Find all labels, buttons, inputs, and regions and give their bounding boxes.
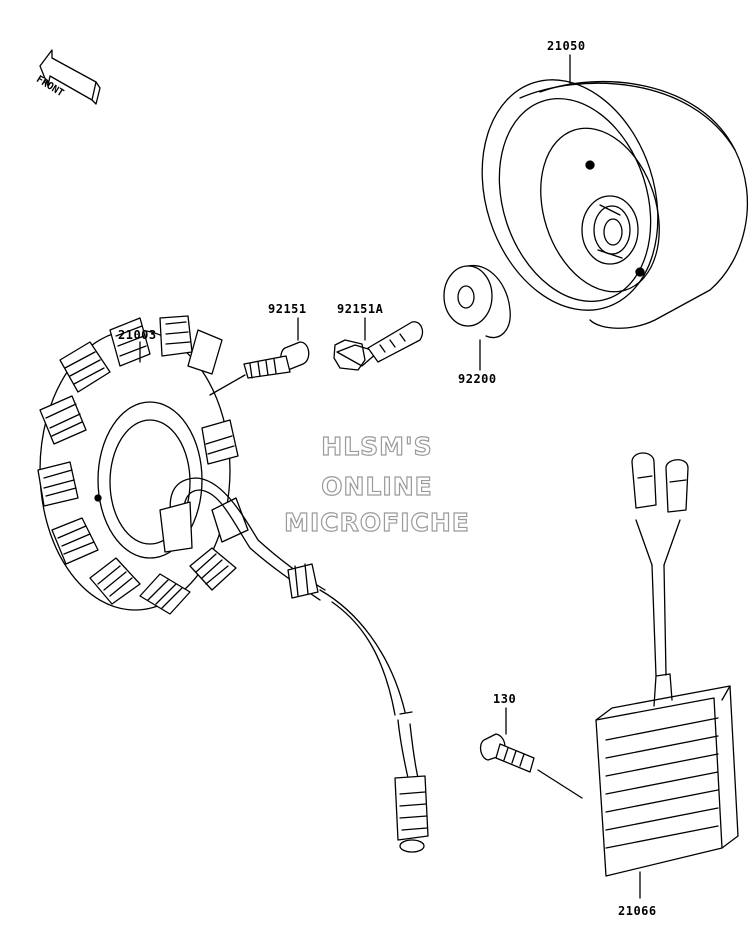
screw (481, 734, 534, 772)
part-number-bolt-a[interactable]: 92151A (337, 302, 384, 316)
part-number-bolt[interactable]: 92151 (268, 302, 307, 316)
watermark-line-2: ONLINE (321, 471, 433, 501)
collar (444, 266, 510, 338)
regulator-rectifier (596, 453, 738, 876)
part-number-stator[interactable]: 21003 (118, 328, 157, 342)
watermark-line-1: HLSM'S (321, 431, 433, 461)
watermark-line-3: MICROFICHE (284, 507, 470, 537)
leader-line (538, 770, 582, 798)
hex-bolt (244, 342, 309, 378)
stator-coil (38, 316, 428, 852)
front-arrow-icon (40, 50, 100, 104)
part-number-screw[interactable]: 130 (493, 692, 517, 706)
leader-line (210, 375, 245, 395)
part-number-flywheel[interactable]: 21050 (547, 39, 586, 53)
flange-bolt (334, 322, 422, 370)
part-number-regulator[interactable]: 21066 (618, 904, 657, 918)
flywheel-rotor (454, 57, 748, 333)
part-number-collar[interactable]: 92200 (458, 372, 497, 386)
